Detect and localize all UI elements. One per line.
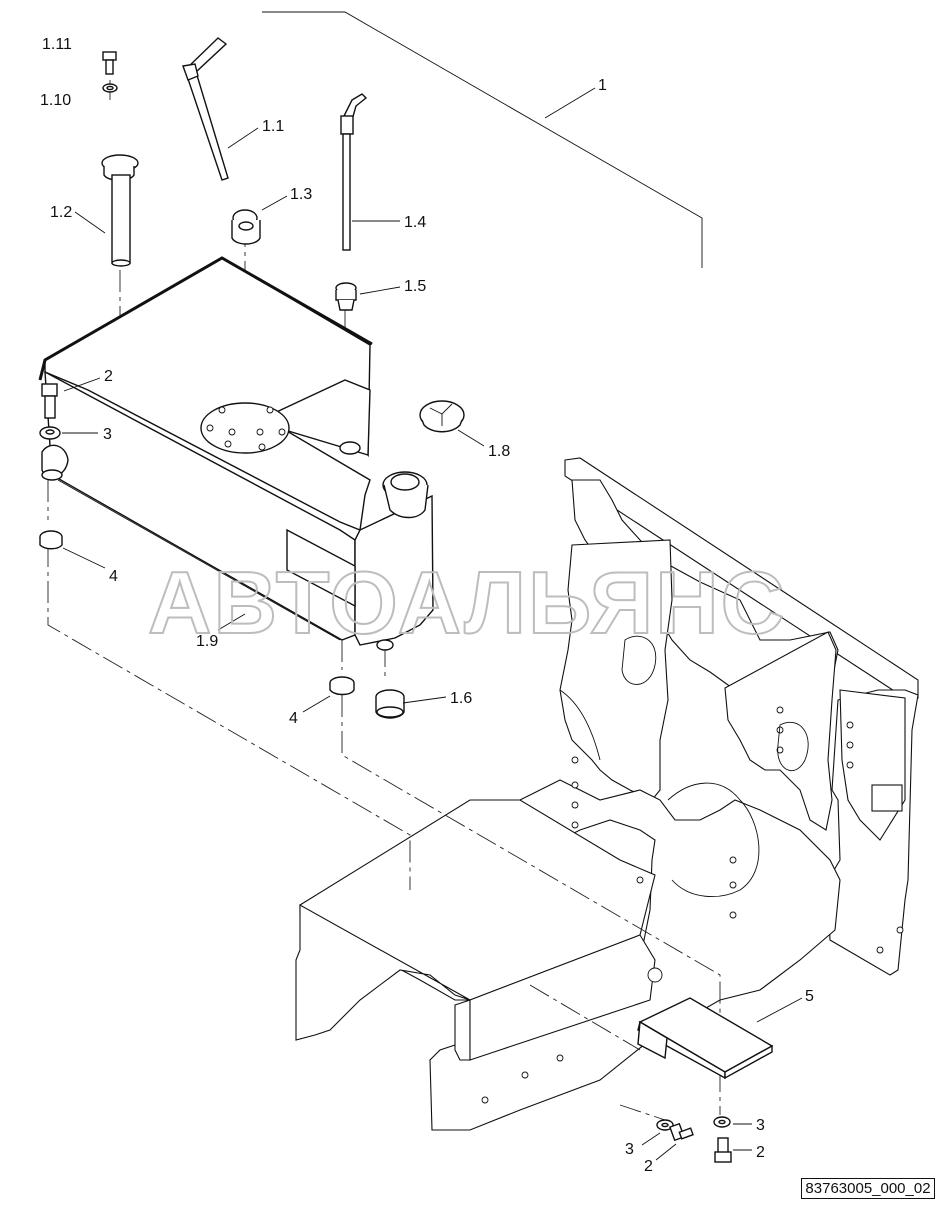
filler-cap [419, 400, 465, 433]
label-1-10: 1.10 [40, 92, 71, 109]
rubber-mount-left [39, 530, 63, 550]
label-1-4: 1.4 [404, 214, 426, 231]
label-4-bottom: 4 [289, 710, 298, 727]
watermark: АВТОАЛЬЯНС [148, 553, 786, 652]
leader-lines [62, 87, 803, 1161]
label-1-5: 1.5 [404, 278, 426, 295]
label-1-8: 1.8 [488, 443, 510, 460]
bracket-bolt-right [714, 1137, 732, 1163]
drain-plug [375, 689, 405, 719]
suction-pipe [182, 37, 229, 181]
label-1-2: 1.2 [50, 204, 72, 221]
label-2-tank: 2 [104, 368, 113, 385]
bracket-bolt-left [669, 1122, 694, 1142]
label-1-11: 1.11 [42, 36, 72, 53]
label-2-bottom-right: 2 [756, 1144, 765, 1161]
tank-mount-bolt [41, 383, 58, 419]
machine-frame [295, 457, 919, 1131]
sender-unit [101, 154, 139, 267]
label-3-bottom-left: 3 [625, 1141, 634, 1158]
pipe-union [335, 282, 357, 311]
sender-washer [102, 83, 118, 93]
sender-screw [102, 51, 117, 75]
label-1: 1 [598, 77, 607, 94]
label-2-bottom-left: 2 [644, 1158, 653, 1175]
label-1-9: 1.9 [196, 633, 218, 650]
label-3-tank: 3 [103, 426, 112, 443]
bracket-washer-right [713, 1116, 731, 1128]
label-1-3: 1.3 [290, 186, 312, 203]
label-4-left: 4 [109, 568, 118, 585]
label-1-1: 1.1 [262, 118, 284, 135]
tank-fitting [231, 209, 261, 245]
tank-mount-washer [39, 426, 61, 440]
fuel-tank [38, 256, 434, 651]
label-1-6: 1.6 [450, 690, 472, 707]
label-5: 5 [805, 988, 814, 1005]
rubber-mount-bottom [329, 676, 355, 696]
assembly-bracket [262, 11, 703, 268]
item-labels: 1 1.11 1.10 1.1 1.2 1.3 1.4 1.5 2 3 1.8 … [40, 36, 814, 1175]
label-3-bottom-right: 3 [756, 1117, 765, 1134]
return-pipe [340, 93, 368, 251]
drawing-code: 83763005_000_02 [801, 1178, 935, 1199]
bracket-washer-left [656, 1119, 674, 1131]
support-bracket [637, 997, 774, 1080]
